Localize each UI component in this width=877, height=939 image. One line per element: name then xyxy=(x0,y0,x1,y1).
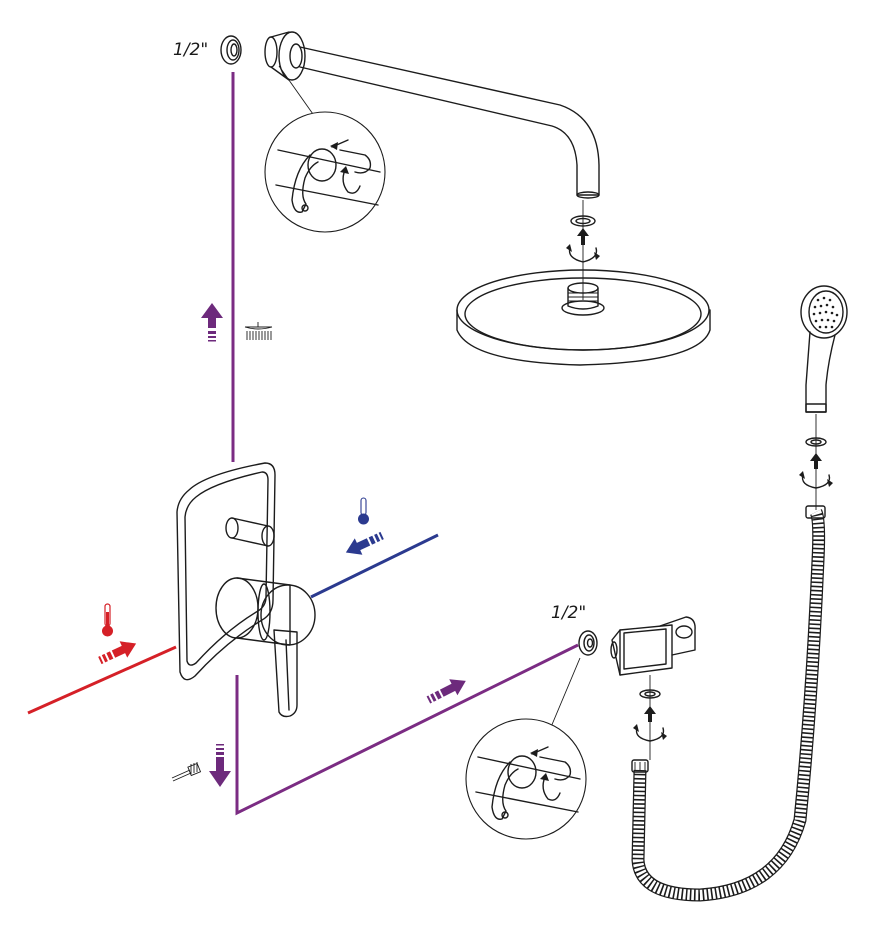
cold-water-pipe xyxy=(310,533,439,599)
shower-disc xyxy=(456,269,711,366)
hot-water-pipe xyxy=(27,645,177,715)
overhead-shower-icon xyxy=(244,322,273,340)
pipe-to-hand-shower xyxy=(235,643,579,816)
thread-fitting-bottom xyxy=(578,630,598,656)
thread-fitting-top xyxy=(220,35,242,65)
cold-water-arrow xyxy=(345,531,384,555)
wall-plate xyxy=(176,462,276,681)
diverter-knob xyxy=(225,517,275,547)
shower-hose xyxy=(631,505,826,902)
thermometer-hot-icon xyxy=(102,603,113,637)
wall-outlet-holder xyxy=(610,616,696,676)
hand-shower xyxy=(799,285,848,510)
thread-size-label-top: 1/2" xyxy=(173,40,209,60)
mixer-cartridge xyxy=(215,577,316,646)
outlet-washer-assembly xyxy=(633,675,667,760)
overhead-shower-head xyxy=(456,200,711,366)
hand-shower-icon xyxy=(171,762,202,782)
pipes xyxy=(27,72,579,816)
hot-water-arrow xyxy=(98,641,137,665)
wall-flange xyxy=(264,31,306,81)
flow-arrow-up xyxy=(201,303,223,342)
flow-arrows xyxy=(98,303,466,787)
hand-shower-head xyxy=(800,285,848,339)
thermometer-cold-icon xyxy=(358,497,369,525)
flow-arrow-down xyxy=(209,744,231,787)
shower-arm xyxy=(264,31,600,199)
detail-leader-bottom xyxy=(550,657,581,728)
detail-circle-top xyxy=(264,111,386,233)
mixer-valve xyxy=(176,462,316,718)
flow-arrow-diagonal xyxy=(426,679,466,704)
thread-size-label-bottom: 1/2" xyxy=(551,603,587,623)
shower-connector xyxy=(561,282,605,316)
lever-handle xyxy=(273,629,298,718)
detail-circle-bottom xyxy=(465,718,587,840)
